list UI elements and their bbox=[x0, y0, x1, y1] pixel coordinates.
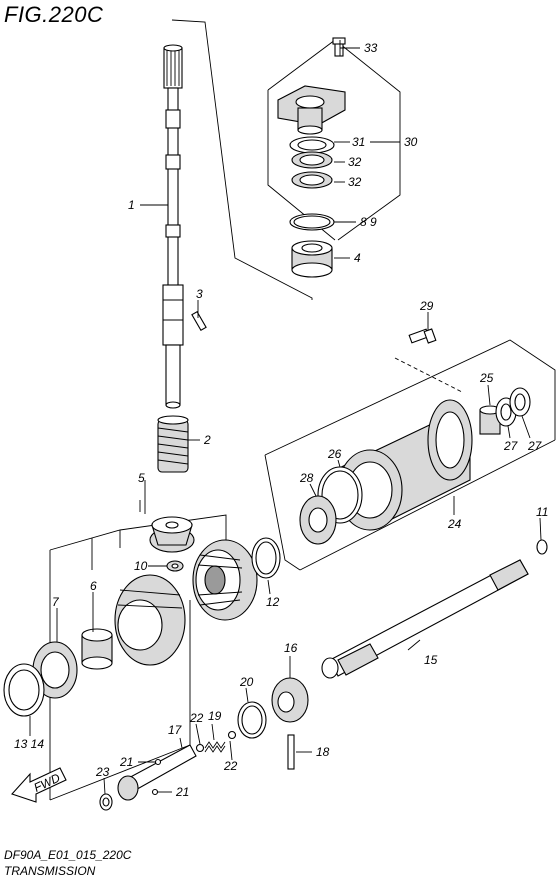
callout-12: 12 bbox=[266, 595, 280, 609]
figure-title: FIG.220C bbox=[4, 2, 104, 27]
bearing-part-4 bbox=[291, 240, 333, 278]
callout-25: 25 bbox=[479, 371, 494, 385]
callout-labels: 1 3 2 33 31 30 32 32 8 9 4 5 10 12 11 29… bbox=[14, 41, 548, 799]
callout-6: 6 bbox=[90, 579, 97, 593]
callout-4: 4 bbox=[354, 251, 361, 265]
group-outline-upper bbox=[171, 19, 401, 300]
ring-part-23 bbox=[99, 793, 113, 811]
shaft-sleeve-part-2 bbox=[157, 415, 189, 473]
shim-part-8-9 bbox=[289, 213, 335, 231]
seal-part-32-lower bbox=[291, 171, 333, 189]
drive-shaft bbox=[162, 44, 184, 409]
clutch-part-16 bbox=[271, 677, 309, 723]
callout-1: 1 bbox=[128, 198, 135, 212]
callout-10: 10 bbox=[134, 559, 148, 573]
callout-19: 19 bbox=[208, 709, 222, 723]
bolt-part-29 bbox=[408, 328, 437, 344]
callout-24: 24 bbox=[447, 517, 462, 531]
callout-27-a: 27 bbox=[503, 439, 519, 453]
bearing-housing-part-30 bbox=[277, 85, 346, 135]
callout-32-a: 32 bbox=[348, 155, 362, 169]
seal-part-13-14 bbox=[3, 663, 45, 717]
callout-31: 31 bbox=[352, 135, 365, 149]
callout-23: 23 bbox=[95, 765, 110, 779]
callout-7: 7 bbox=[52, 595, 60, 609]
callout-21-a: 21 bbox=[119, 755, 133, 769]
spring-ring-part-20 bbox=[237, 701, 267, 739]
callout-32-b: 32 bbox=[348, 175, 362, 189]
callout-13-14: 13 14 bbox=[14, 737, 44, 751]
spring-part-19 bbox=[204, 741, 226, 753]
shift-plunger-part-17 bbox=[117, 744, 197, 801]
callout-22-b: 22 bbox=[223, 759, 238, 773]
ring-part-12 bbox=[251, 537, 281, 579]
callout-30: 30 bbox=[404, 135, 418, 149]
callout-8-9: 8 9 bbox=[360, 215, 377, 229]
callout-5: 5 bbox=[138, 471, 145, 485]
callout-28: 28 bbox=[299, 471, 314, 485]
callout-21-b: 21 bbox=[175, 785, 189, 799]
bevel-gear-forward bbox=[192, 539, 258, 621]
pin-part-21-a bbox=[154, 758, 162, 766]
bearing-part-25 bbox=[479, 405, 501, 435]
callout-33: 33 bbox=[364, 41, 378, 55]
callout-26: 26 bbox=[327, 447, 342, 461]
callout-27-b: 27 bbox=[527, 439, 543, 453]
leader-lines bbox=[29, 40, 542, 795]
ring-part-11 bbox=[536, 539, 548, 555]
pin-part-18 bbox=[287, 734, 295, 770]
callout-2: 2 bbox=[203, 433, 211, 447]
group-outline-housing bbox=[264, 339, 556, 571]
callout-29: 29 bbox=[419, 299, 434, 313]
needle-bearing-part-6 bbox=[81, 628, 113, 670]
ball-part-22-a bbox=[195, 743, 205, 753]
callout-11: 11 bbox=[536, 505, 548, 519]
figure-code: DF90A_E01_015_220C bbox=[4, 848, 132, 862]
callout-22-a: 22 bbox=[189, 711, 204, 725]
seal-part-32-upper bbox=[291, 151, 333, 169]
callout-17: 17 bbox=[168, 723, 183, 737]
callout-3: 3 bbox=[196, 287, 203, 301]
callout-20: 20 bbox=[239, 675, 254, 689]
bearing-part-28 bbox=[299, 495, 337, 545]
pinion-gear-part-5 bbox=[149, 516, 195, 553]
callout-16: 16 bbox=[284, 641, 298, 655]
callout-15: 15 bbox=[424, 653, 438, 667]
pin-part-21-b bbox=[151, 788, 159, 796]
callout-18: 18 bbox=[316, 745, 330, 759]
figure-name: TRANSMISSION bbox=[4, 864, 96, 878]
seal-part-27-b bbox=[509, 387, 531, 417]
fwd-label: FWD bbox=[32, 771, 63, 795]
nut-part-10 bbox=[166, 560, 184, 572]
bolt-part-33 bbox=[332, 37, 346, 57]
pin-part-3 bbox=[191, 310, 207, 332]
seal-part-31 bbox=[289, 136, 335, 154]
ball-part-22-b bbox=[227, 730, 237, 740]
reverse-gear bbox=[114, 574, 186, 666]
propeller-shaft-part-15 bbox=[321, 559, 529, 679]
